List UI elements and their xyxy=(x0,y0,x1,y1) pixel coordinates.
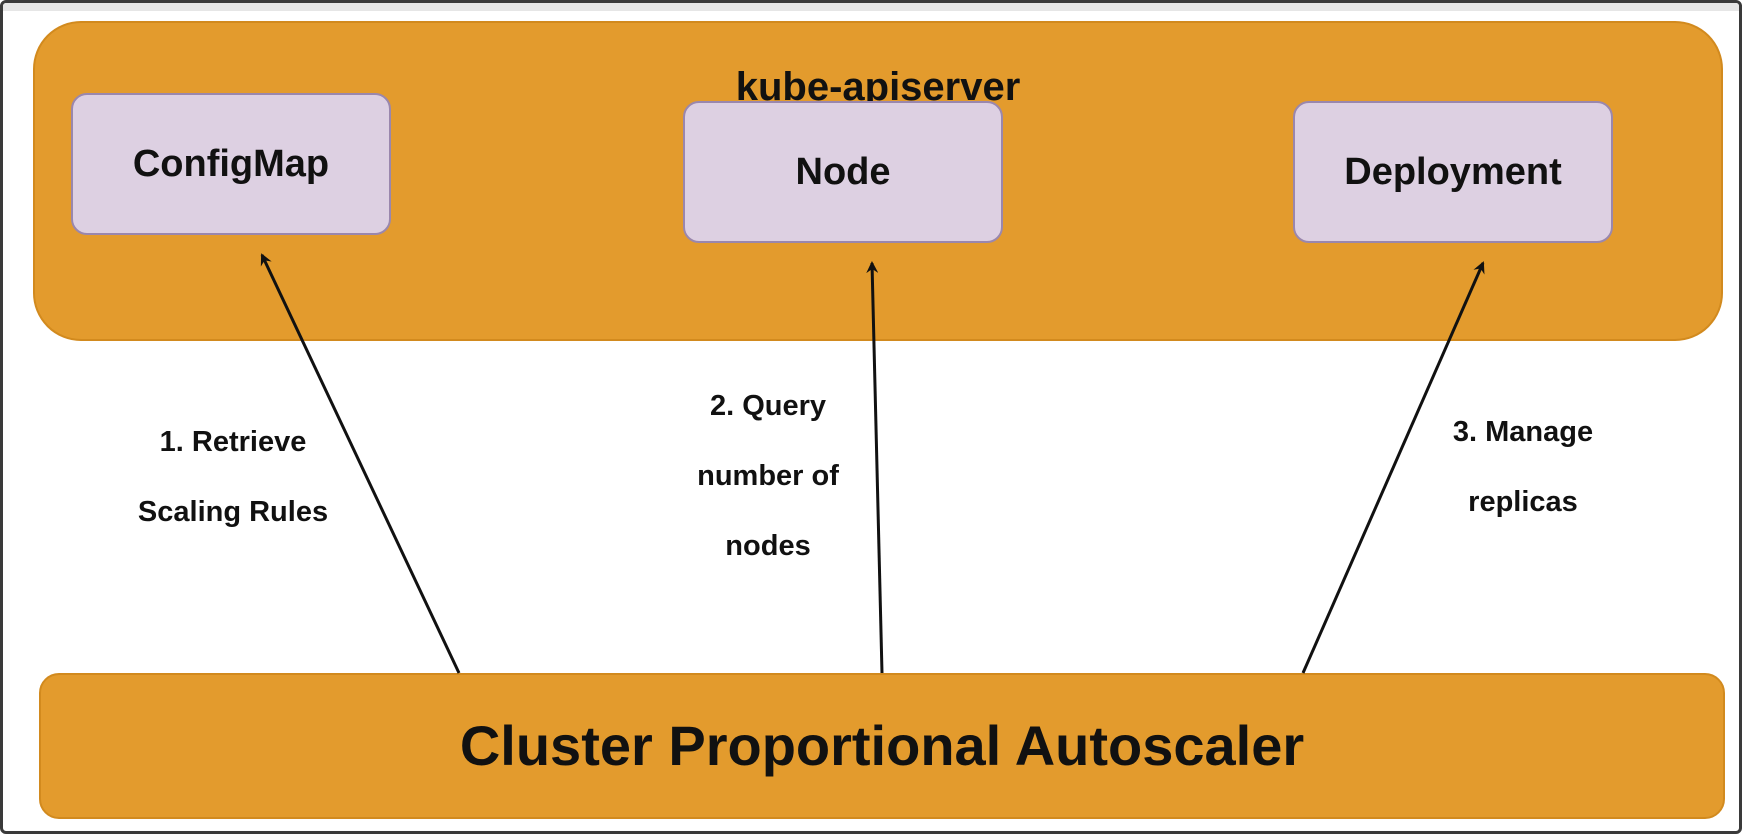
manage-label-line2: replicas xyxy=(1468,486,1578,518)
configmap-label: ConfigMap xyxy=(132,142,330,185)
autoscaler-panel: Cluster Proportional Autoscaler xyxy=(39,673,1725,819)
query-label: 2. Query number of nodes xyxy=(663,371,873,581)
query-label-line3: nodes xyxy=(725,530,811,562)
top-strip xyxy=(3,3,1739,11)
query-label-line1: 2. Query xyxy=(709,390,827,422)
manage-label-line1: 3. Manage xyxy=(1452,416,1594,448)
retrieve-label-line1: 1. Retrieve xyxy=(159,426,307,458)
deployment-box: Deployment xyxy=(1293,101,1613,243)
query-label-line2: number of xyxy=(697,460,839,492)
node-label: Node xyxy=(795,150,891,193)
configmap-box: ConfigMap xyxy=(71,93,391,235)
manage-label: 3. Manage replicas xyxy=(1403,397,1643,537)
retrieve-label: 1. Retrieve Scaling Rules xyxy=(103,407,363,547)
node-box: Node xyxy=(683,101,1003,243)
retrieve-label-line2: Scaling Rules xyxy=(137,496,329,528)
autoscaler-title: Cluster Proportional Autoscaler xyxy=(459,714,1305,777)
deployment-label: Deployment xyxy=(1344,150,1562,193)
